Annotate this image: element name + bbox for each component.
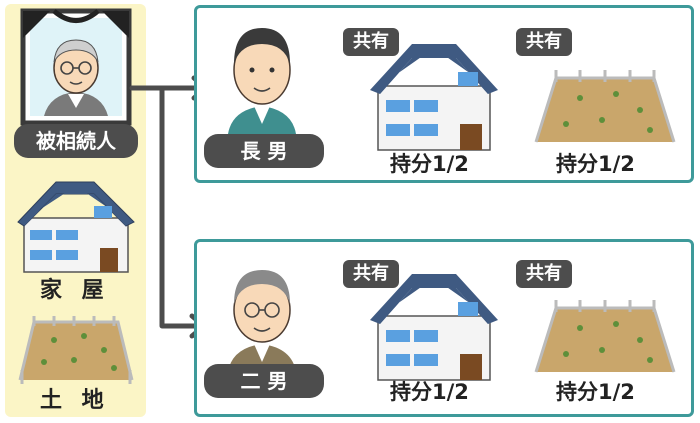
co-ownership-tag: 共有 — [343, 28, 399, 56]
house-icon — [368, 268, 500, 382]
land-icon — [530, 66, 680, 148]
house-share: 持分1/2 — [390, 152, 469, 176]
house-icon — [16, 176, 136, 274]
land-label: 土 地 — [40, 388, 110, 413]
land-icon — [530, 296, 680, 378]
land-share: 持分1/2 — [556, 152, 635, 176]
eldest-son-label: 長 男 — [204, 134, 324, 168]
decedent-label: 被相続人 — [14, 124, 138, 158]
co-ownership-tag: 共有 — [516, 260, 572, 288]
house-share: 持分1/2 — [390, 380, 469, 404]
eldest-son-avatar — [224, 14, 300, 134]
land-share: 持分1/2 — [556, 380, 635, 404]
house-label: 家 屋 — [40, 278, 110, 303]
land-icon — [14, 310, 138, 386]
decedent-portrait — [20, 8, 132, 126]
second-son-avatar — [224, 252, 300, 372]
co-ownership-tag: 共有 — [343, 260, 399, 288]
second-son-label: 二 男 — [204, 364, 324, 398]
house-icon — [368, 38, 500, 152]
co-ownership-tag: 共有 — [516, 28, 572, 56]
